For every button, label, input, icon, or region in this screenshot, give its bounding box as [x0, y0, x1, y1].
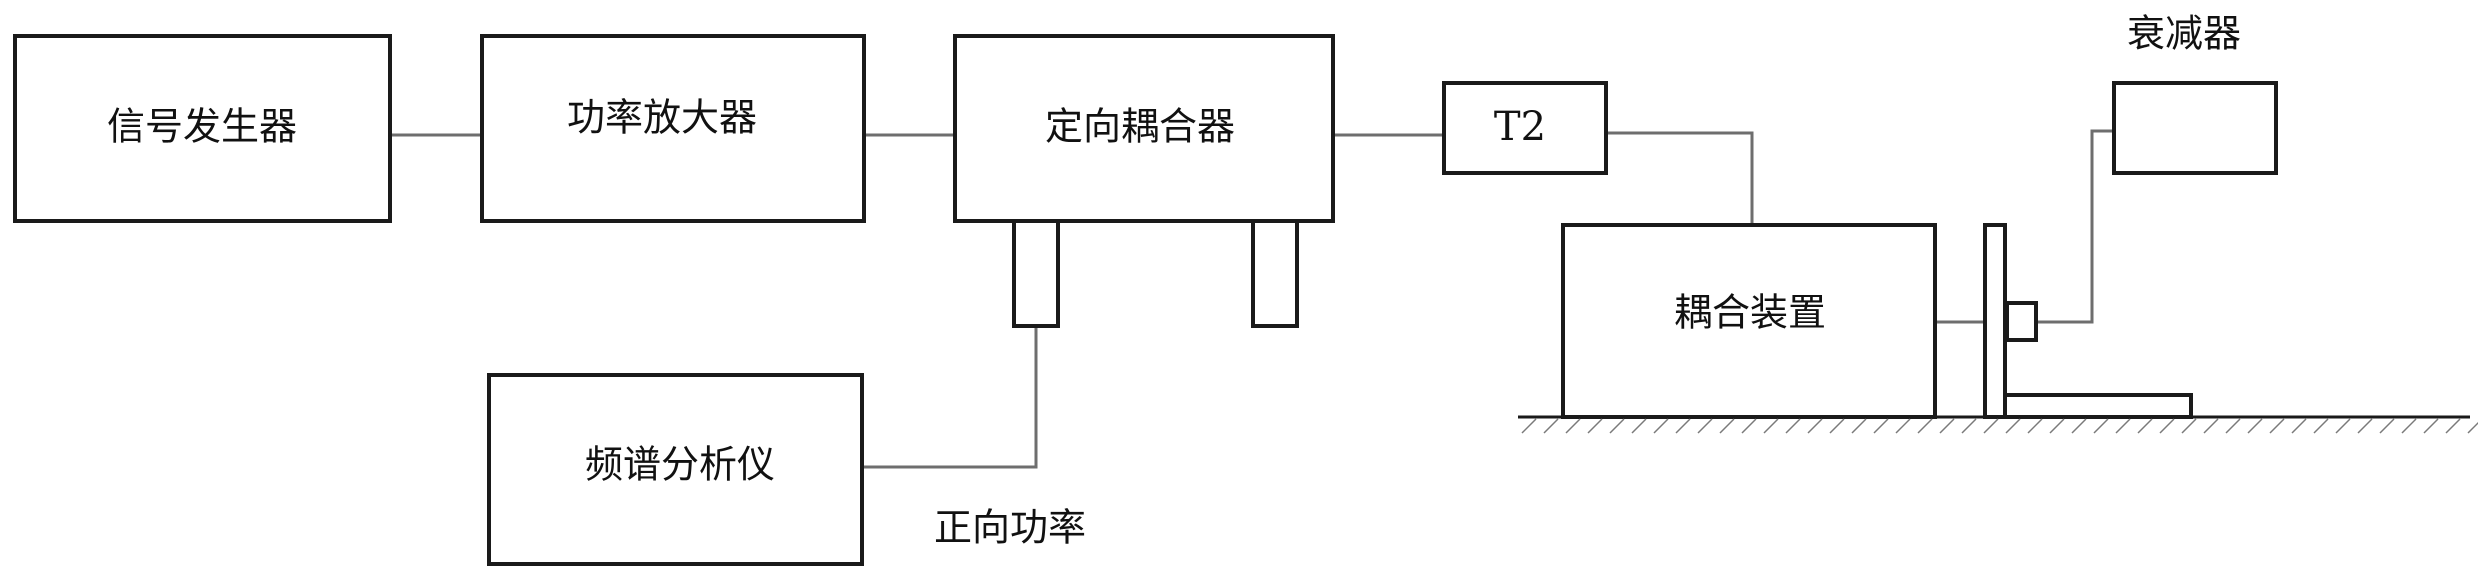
- ground-hatch-mark: [2423, 418, 2439, 434]
- ground-hatch-mark: [1697, 418, 1713, 434]
- ground-hatch-mark: [2181, 418, 2197, 434]
- ground-hatch-mark: [2445, 418, 2461, 434]
- attenuator-label: 衰减器: [2127, 12, 2241, 56]
- directional-coupler-label: 定向耦合器: [1045, 105, 1235, 149]
- ground-hatch-mark: [2269, 418, 2285, 434]
- power-amplifier-block: 功率放大器: [480, 34, 866, 223]
- attenuator-box: [2112, 81, 2278, 175]
- ground-hatch-mark: [2115, 418, 2131, 434]
- signal-generator-block: 信号发生器: [13, 34, 392, 223]
- ground-hatch-mark: [2379, 418, 2395, 434]
- coupling-device-label: 耦合装置: [1674, 291, 1826, 335]
- ground-hatch-mark: [1873, 418, 1889, 434]
- ground-hatch-mark: [1565, 418, 1581, 434]
- ground-hatch-mark: [2093, 418, 2109, 434]
- spectrum-analyzer-label: 频谱分析仪: [585, 443, 775, 487]
- ground-hatch-mark: [2335, 418, 2351, 434]
- ground-hatch-mark: [1653, 418, 1669, 434]
- t2-block: T2: [1442, 81, 1608, 175]
- ground-hatch-mark: [1983, 418, 1999, 434]
- ground-hatch-mark: [1895, 418, 1911, 434]
- wire-probe-to-attenuator: [2036, 129, 2114, 324]
- ground-hatch-mark: [2225, 418, 2241, 434]
- t2-box: [1442, 81, 1608, 175]
- ground-hatch-mark: [2071, 418, 2087, 434]
- ground-hatch-mark: [2467, 421, 2478, 434]
- ground-hatch-mark: [1543, 418, 1559, 434]
- ground-hatch-mark: [2291, 418, 2307, 434]
- reflected-port-stub: [1251, 219, 1299, 328]
- ground-hatch-mark: [2357, 418, 2373, 434]
- ground-hatch-mark: [1807, 418, 1823, 434]
- ground-hatch-mark: [1609, 418, 1625, 434]
- wire-t2-to-coupling-device: [1606, 131, 1754, 225]
- ground-hatch-mark: [2313, 418, 2329, 434]
- ground-hatch-mark: [1939, 418, 1955, 434]
- wire-coupler-port-to-spectrum-analyzer: [862, 326, 1038, 469]
- ground-hatch-mark: [1675, 418, 1691, 434]
- signal-generator-label: 信号发生器: [107, 105, 297, 149]
- ground-hatch-mark: [2005, 418, 2021, 434]
- spectrum-analyzer-box: [487, 373, 864, 566]
- attenuator-block: 衰减器: [2112, 12, 2278, 175]
- ground-hatch-mark: [1587, 418, 1603, 434]
- ground-hatch-mark: [2401, 418, 2417, 434]
- power-amplifier-box: [480, 34, 866, 223]
- directional-coupler-box: [953, 34, 1335, 223]
- spectrum-analyzer-block: 频谱分析仪: [487, 373, 864, 566]
- ground-plane: [1518, 415, 2478, 434]
- ground-hatch-mark: [1521, 418, 1537, 434]
- signal-generator-box: [13, 34, 392, 223]
- ground-hatch-mark: [1763, 418, 1779, 434]
- ground-hatch-mark: [1741, 418, 1757, 434]
- connection-wires: [390, 129, 2114, 469]
- forward-power-label: 正向功率: [934, 506, 1086, 550]
- ground-hatch-mark: [1785, 418, 1801, 434]
- ground-hatch-mark: [2203, 418, 2219, 434]
- vertical-plate: [1983, 223, 2007, 419]
- ground-hatch-mark: [1851, 418, 1867, 434]
- ground-hatch-mark: [2027, 418, 2043, 434]
- ground-hatch-mark: [1631, 418, 1647, 434]
- ground-hatch-mark: [2159, 418, 2175, 434]
- ground-hatch-mark: [2247, 418, 2263, 434]
- t2-label: T2: [1494, 104, 1546, 150]
- ground-hatch-mark: [2049, 418, 2065, 434]
- ground-hatch-mark: [1719, 418, 1735, 434]
- ground-hatch-mark: [1961, 418, 1977, 434]
- directional-coupler-block: 定向耦合器: [953, 34, 1335, 328]
- power-amplifier-label: 功率放大器: [567, 96, 757, 140]
- base-plate: [2003, 393, 2193, 419]
- coupling-device-assembly: 耦合装置: [1561, 223, 2193, 419]
- ground-hatch-mark: [1917, 418, 1933, 434]
- ground-hatch-mark: [1829, 418, 1845, 434]
- ground-hatch-mark: [2137, 418, 2153, 434]
- ground-hatching: [1521, 418, 2478, 434]
- forward-port-stub: [1012, 219, 1060, 328]
- coupling-device-box: [1561, 223, 1937, 419]
- probe-connector: [2005, 301, 2038, 342]
